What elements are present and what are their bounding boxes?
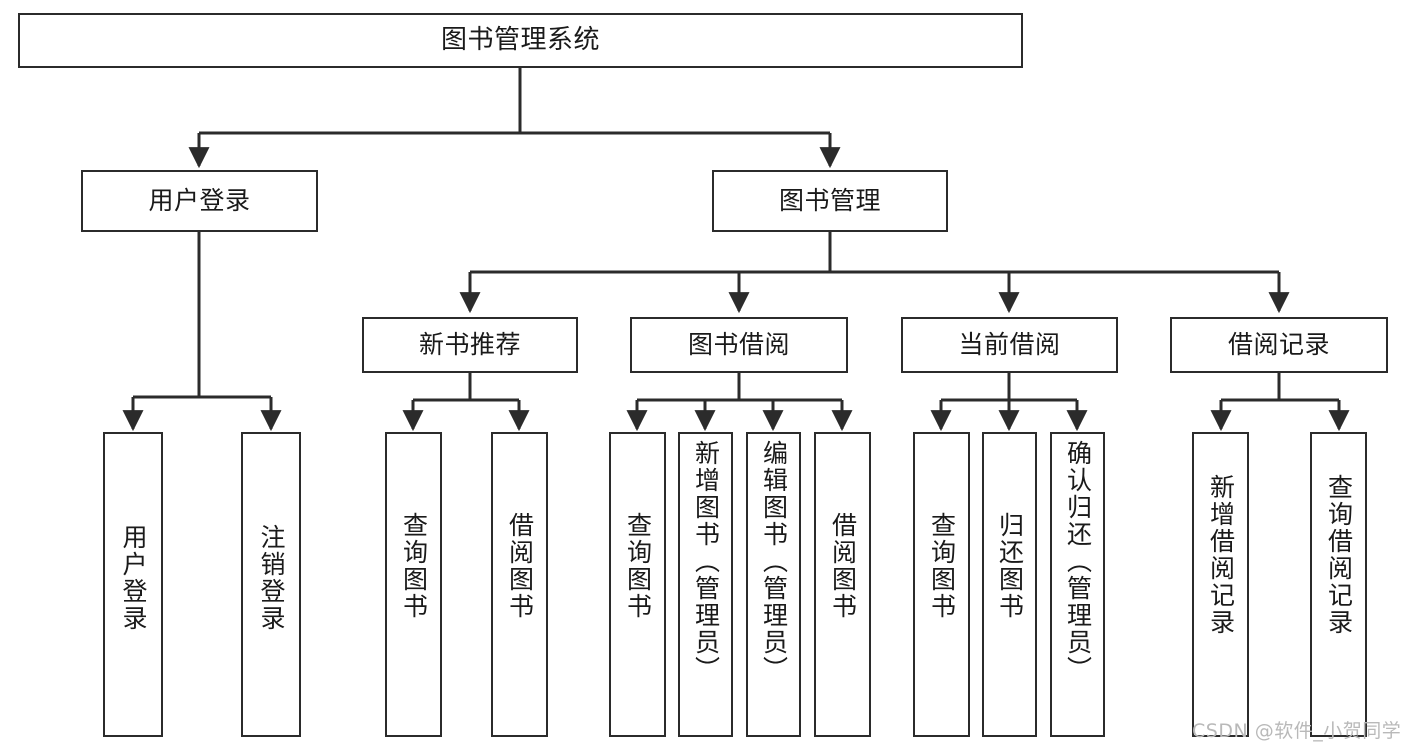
node-leaf-confirm-return-label: 确认归还（管理员） [1063, 440, 1093, 683]
node-root-label: 图书管理系统 [440, 25, 600, 56]
csdn-watermark: CSDN @软件_小贺同学 [1192, 720, 1402, 742]
node-leaf-return-book[interactable]: 归还图书 [982, 432, 1037, 737]
node-current-borrow-label: 当前借阅 [958, 330, 1061, 360]
node-borrow-record-label: 借阅记录 [1227, 330, 1330, 360]
node-leaf-user-login[interactable]: 用户登录 [103, 432, 163, 737]
node-leaf-borrow-book-a[interactable]: 借阅图书 [491, 432, 548, 737]
node-leaf-query-record-label: 查询借阅记录 [1324, 474, 1354, 636]
node-new-book-rec[interactable]: 新书推荐 [362, 317, 578, 373]
node-leaf-query-book-b-label: 查询图书 [623, 512, 653, 620]
node-leaf-add-book[interactable]: 新增图书（管理员） [678, 432, 733, 737]
node-leaf-user-login-label: 用户登录 [119, 524, 148, 632]
node-user-login-label: 用户登录 [148, 186, 251, 216]
node-book-borrow-label: 图书借阅 [687, 330, 790, 360]
node-root[interactable]: 图书管理系统 [18, 13, 1023, 68]
node-leaf-add-record[interactable]: 新增借阅记录 [1192, 432, 1249, 737]
node-leaf-borrow-book-a-label: 借阅图书 [505, 512, 535, 620]
node-current-borrow[interactable]: 当前借阅 [901, 317, 1118, 373]
node-leaf-query-book-a[interactable]: 查询图书 [385, 432, 442, 737]
node-leaf-logout[interactable]: 注销登录 [241, 432, 301, 737]
node-leaf-add-record-label: 新增借阅记录 [1206, 474, 1236, 636]
node-leaf-borrow-book-b-label: 借阅图书 [828, 512, 858, 620]
node-leaf-edit-book-label: 编辑图书（管理员） [759, 440, 789, 683]
node-leaf-edit-book[interactable]: 编辑图书（管理员） [746, 432, 801, 737]
node-leaf-return-book-label: 归还图书 [995, 512, 1025, 620]
node-new-book-rec-label: 新书推荐 [418, 330, 521, 360]
node-book-manage-label: 图书管理 [778, 186, 881, 216]
node-leaf-query-book-c-label: 查询图书 [927, 512, 957, 620]
node-borrow-record[interactable]: 借阅记录 [1170, 317, 1388, 373]
node-leaf-confirm-return[interactable]: 确认归还（管理员） [1050, 432, 1105, 737]
node-book-manage[interactable]: 图书管理 [712, 170, 948, 232]
node-user-login[interactable]: 用户登录 [81, 170, 318, 232]
node-leaf-query-record[interactable]: 查询借阅记录 [1310, 432, 1367, 737]
node-leaf-query-book-a-label: 查询图书 [399, 512, 429, 620]
node-leaf-add-book-label: 新增图书（管理员） [691, 440, 721, 683]
node-leaf-query-book-b[interactable]: 查询图书 [609, 432, 666, 737]
node-leaf-logout-label: 注销登录 [257, 524, 286, 632]
node-book-borrow[interactable]: 图书借阅 [630, 317, 848, 373]
node-leaf-query-book-c[interactable]: 查询图书 [913, 432, 970, 737]
node-leaf-borrow-book-b[interactable]: 借阅图书 [814, 432, 871, 737]
